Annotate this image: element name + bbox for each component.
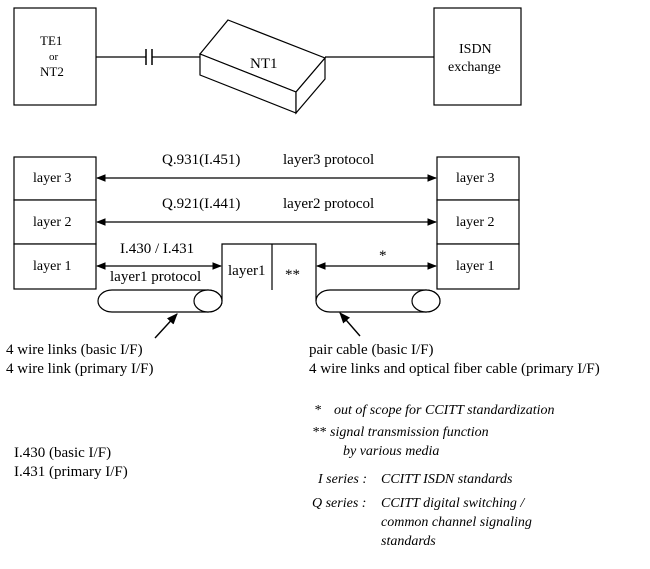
nt1-double-star: ** (285, 267, 300, 283)
note-star-mark: * (314, 403, 321, 418)
isdn-exchange-box (433, 7, 522, 106)
l1-protocol-label: layer1 protocol (110, 269, 202, 285)
right-layer1-star: * (379, 248, 387, 264)
left-layer2-box (13, 199, 97, 245)
i430-text: I.430 (basic I/F) (14, 445, 112, 461)
note-dstar-text-1: signal transmission function (330, 425, 489, 440)
l2-standard-label: Q.921(I.441) (162, 196, 241, 212)
right-layer-stack (436, 156, 520, 290)
left-cable-text-1: 4 wire links (basic I/F) (6, 342, 143, 358)
right-layer3-box (436, 156, 520, 201)
q-series-label: Q series : (312, 496, 367, 511)
l3-protocol-label: layer3 protocol (283, 152, 375, 168)
note-dstar-text-2: by various media (343, 444, 440, 459)
q-series-text-3: standards (381, 534, 436, 549)
i-series-text: CCITT ISDN standards (381, 472, 513, 487)
right-layer2-box (436, 199, 520, 245)
i-series-label: I series : (318, 472, 367, 487)
left-layer1-label: layer 1 (33, 259, 72, 274)
right-cable-text-1: pair cable (basic I/F) (309, 342, 434, 358)
l1-standard-label: I.430 / I.431 (120, 241, 195, 257)
l2-protocol-label: layer2 protocol (283, 196, 375, 212)
te1-box (13, 7, 97, 106)
i431-text: I.431 (primary I/F) (14, 464, 128, 480)
te1-line2: or (49, 51, 59, 63)
l3-standard-label: Q.931(I.451) (162, 152, 241, 168)
right-layer1-label: layer 1 (456, 259, 495, 274)
right-layer3-label: layer 3 (456, 171, 495, 186)
te1-line3: NT2 (40, 64, 64, 79)
left-layer3-box (13, 156, 97, 201)
right-cable-symbol (315, 289, 441, 313)
left-layer1-box (13, 243, 97, 290)
left-layer-stack (13, 156, 97, 290)
left-layer2-label: layer 2 (33, 215, 72, 230)
exchange-line1: ISDN (459, 42, 492, 57)
nt1-device (199, 19, 327, 115)
q-series-text-2: common channel signaling (381, 515, 532, 530)
left-layer3-label: layer 3 (33, 171, 72, 186)
nt1-layer1-label: layer1 (228, 263, 266, 279)
nt1-layer1-box (221, 243, 317, 290)
left-cable-text-2: 4 wire link (primary I/F) (6, 361, 154, 377)
exchange-line2: exchange (448, 60, 501, 75)
right-cable-text-2: 4 wire links and optical fiber cable (pr… (309, 361, 600, 377)
left-cable-pointer (154, 313, 178, 339)
right-layer1-box (436, 243, 520, 290)
te1-line1: TE1 (40, 33, 63, 48)
right-layer2-label: layer 2 (456, 215, 495, 230)
left-cable-symbol (97, 289, 223, 313)
nt1-label: NT1 (250, 56, 278, 72)
note-star-text: out of scope for CCITT standardization (334, 403, 555, 418)
q-series-text-1: CCITT digital switching / (381, 496, 525, 511)
right-cable-pointer (339, 312, 361, 337)
note-dstar-mark: ** (312, 425, 326, 440)
